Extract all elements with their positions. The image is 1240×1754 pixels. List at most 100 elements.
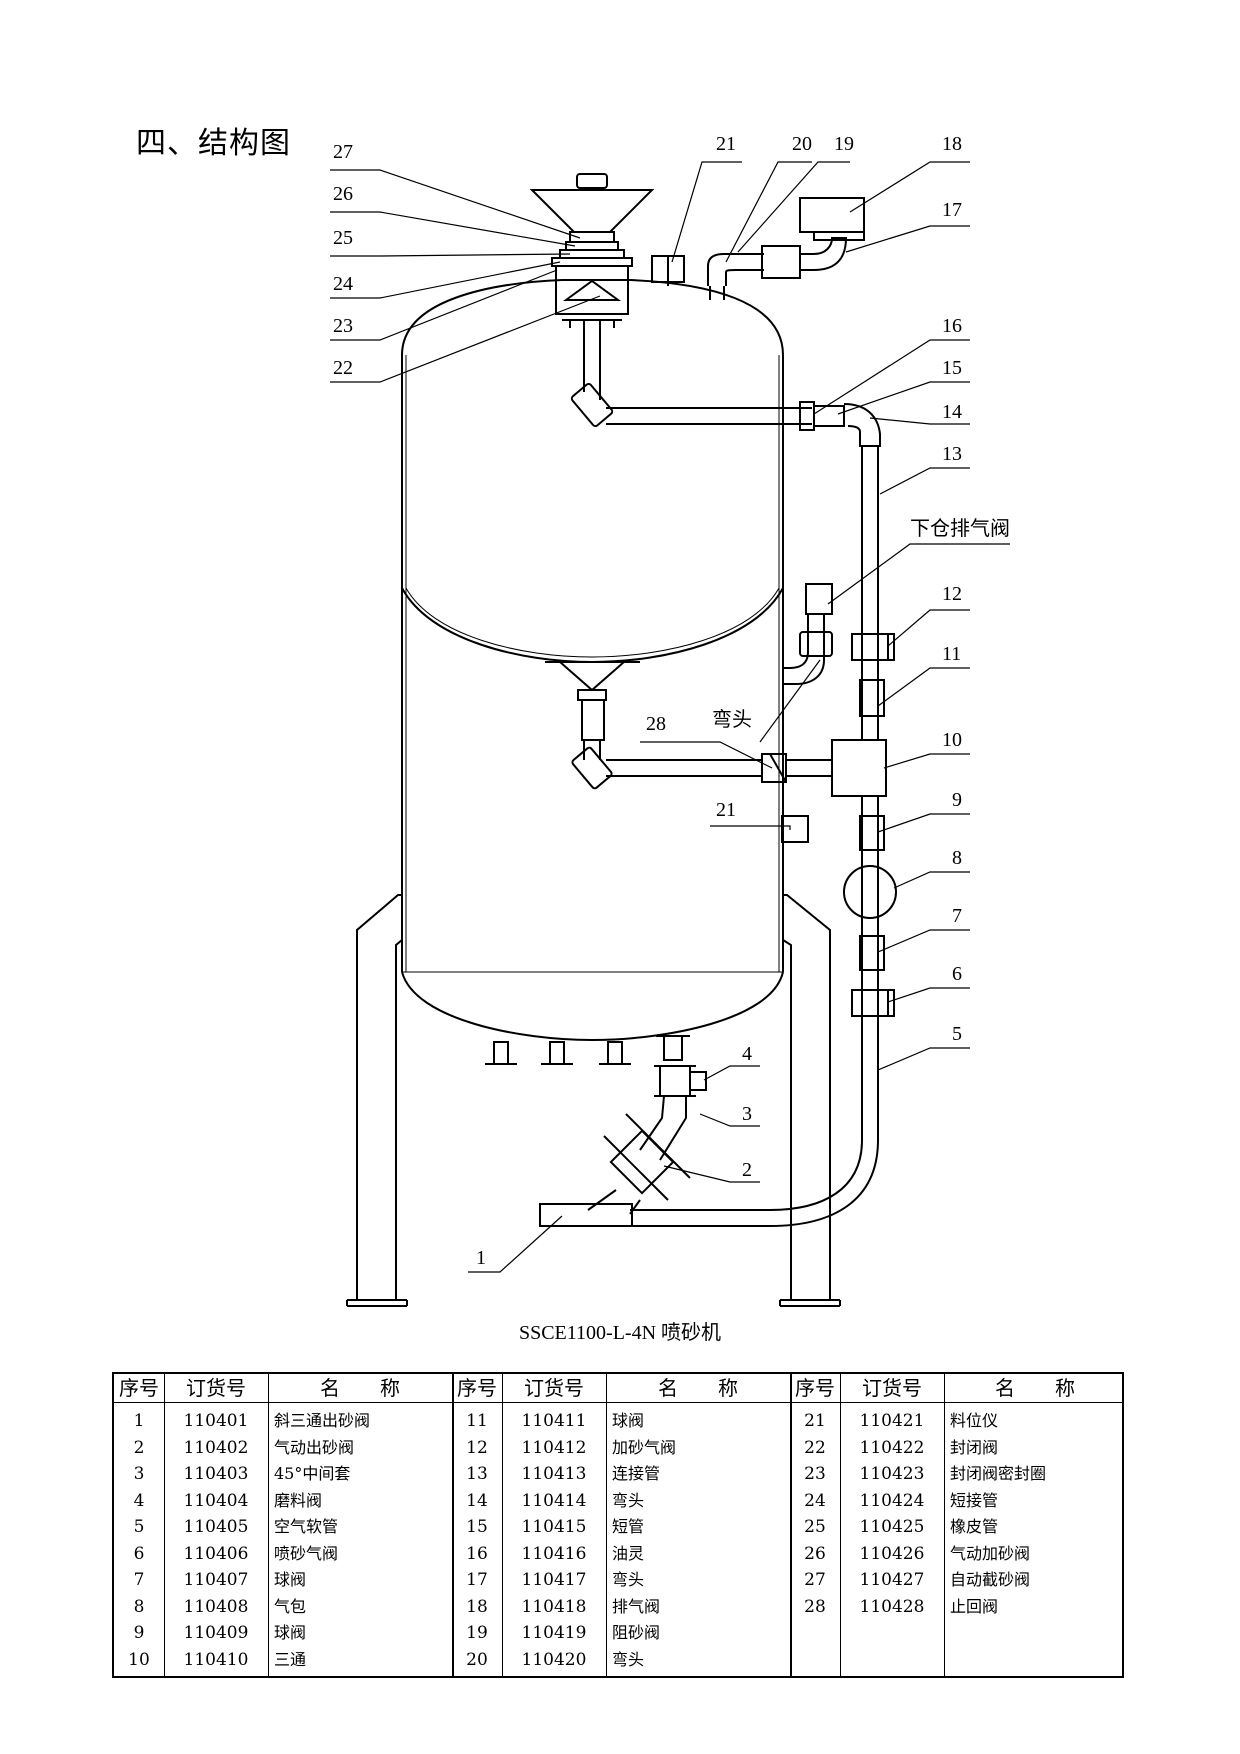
callout-vent-valve: 下仓排气阀 (910, 517, 1010, 540)
table-cell-no: 9 (133, 1623, 145, 1643)
table-cell-order: 110405 (183, 1517, 249, 1537)
table-cell-name: 连接管 (612, 1464, 661, 1483)
table-cell-name: 封闭阀 (950, 1437, 999, 1457)
callout-26: 26 (333, 183, 353, 205)
outlet-assembly (539, 1065, 707, 1227)
table-cell-order: 110424 (859, 1490, 925, 1511)
vessel-legs (346, 894, 841, 1307)
table-cell-order: 110419 (521, 1623, 587, 1643)
callout-5: 5 (952, 1023, 962, 1045)
th-name-1: 名 称 (320, 1376, 400, 1400)
table-cell-order: 110428 (859, 1596, 925, 1617)
table-cell-no: 18 (466, 1596, 488, 1617)
callout-21-bottom: 21 (716, 799, 736, 821)
callout-22: 22 (333, 357, 353, 379)
vessel-lower-dome (401, 971, 784, 1042)
table-cell-name: 弯头 (612, 1649, 645, 1669)
table-cell-name: 弯头 (612, 1490, 645, 1510)
callout-19: 19 (834, 133, 854, 155)
table-cell-name: 弯头 (612, 1570, 645, 1589)
table-cell-no: 24 (804, 1490, 826, 1511)
top-side-fittings (651, 197, 865, 300)
table-cell-order: 110409 (183, 1623, 249, 1643)
callout-13: 13 (942, 443, 962, 465)
callout-27: 27 (333, 141, 353, 163)
table-cell-order: 110403 (183, 1464, 249, 1484)
table-cell-name: 加砂气阀 (612, 1437, 677, 1457)
table-cell-no: 23 (804, 1464, 826, 1484)
table-cell-no: 12 (466, 1437, 488, 1458)
callout-24: 24 (333, 273, 353, 295)
table-cell-no: 11 (466, 1411, 488, 1431)
table-cell-name: 气动加砂阀 (950, 1543, 1031, 1563)
table-cell-no: 22 (804, 1437, 826, 1458)
table-cell-no: 21 (804, 1411, 826, 1431)
callout-14: 14 (942, 401, 962, 423)
table-cell-name: 封闭阀密封圈 (950, 1464, 1047, 1483)
callout-23: 23 (333, 315, 353, 337)
table-cell-order: 110402 (183, 1437, 249, 1458)
th-no-3: 序号 (795, 1376, 835, 1400)
th-no-1: 序号 (119, 1376, 159, 1400)
callout-1: 1 (476, 1247, 486, 1269)
th-order-2: 订货号 (524, 1376, 584, 1400)
bottom-nozzles (485, 1035, 690, 1065)
callout-4: 4 (742, 1043, 752, 1065)
table-cell-name: 球阀 (274, 1570, 307, 1589)
callout-3: 3 (742, 1103, 752, 1125)
table-cell-name: 气包 (274, 1596, 307, 1616)
table-cell-order: 110412 (521, 1437, 587, 1458)
table-cell-name: 45°中间套 (274, 1464, 351, 1483)
table-cell-name: 磨料阀 (274, 1490, 323, 1510)
table-cell-name: 油灵 (612, 1543, 645, 1563)
table-cell-no: 1 (133, 1411, 145, 1431)
table-cell-name: 喷砂气阀 (274, 1543, 339, 1563)
table-cell-name: 料位仪 (950, 1411, 999, 1430)
table-cell-no: 6 (133, 1543, 145, 1564)
table-cell-no: 14 (466, 1490, 488, 1511)
callout-28: 28 (646, 713, 666, 735)
table-cell-order: 110407 (183, 1570, 249, 1590)
table-cell-name: 短管 (612, 1517, 645, 1536)
table-cell-order: 110401 (183, 1411, 249, 1431)
table-cell-order: 110421 (859, 1411, 925, 1431)
table-cell-name: 橡皮管 (950, 1517, 999, 1536)
table-cell-name: 止回阀 (950, 1596, 999, 1616)
table-cell-no: 27 (804, 1570, 826, 1590)
th-no-2: 序号 (457, 1376, 497, 1400)
table-cell-no: 20 (466, 1649, 488, 1670)
air-line-vertical (630, 630, 897, 1227)
callout-elbow: 弯头 (712, 708, 752, 731)
sandblaster-structure-diagram: 27 26 25 24 23 22 21 20 19 18 17 16 15 1… (330, 133, 1010, 1307)
table-cell-order: 110425 (859, 1517, 925, 1537)
table-cell-order: 110418 (521, 1596, 587, 1617)
table-cell-no: 3 (133, 1464, 145, 1484)
callout-15: 15 (942, 357, 962, 379)
table-cell-name: 球阀 (274, 1623, 307, 1642)
table-cell-order: 110422 (859, 1437, 925, 1458)
table-cell-order: 110416 (521, 1543, 587, 1564)
table-cell-no: 2 (133, 1437, 145, 1458)
table-cell-order: 110423 (859, 1464, 925, 1484)
callout-25: 25 (333, 227, 353, 249)
callout-21-top: 21 (716, 133, 736, 155)
table-cell-no: 26 (804, 1543, 826, 1564)
table-cell-order: 110420 (521, 1649, 587, 1670)
table-cell-no: 8 (133, 1596, 145, 1617)
table-cell-name: 斜三通出砂阀 (274, 1411, 371, 1430)
callout-20: 20 (792, 133, 812, 155)
table-cell-order: 110417 (521, 1570, 587, 1590)
table-cell-name: 三通 (274, 1649, 307, 1669)
table-cell-no: 13 (466, 1464, 488, 1484)
callout-12: 12 (942, 583, 962, 605)
section-title: 四、结构图 (136, 126, 291, 161)
th-order-1: 订货号 (186, 1376, 246, 1400)
upper-feed-pipe (570, 320, 881, 740)
callout-2: 2 (742, 1159, 752, 1181)
table-cell-no: 17 (466, 1570, 488, 1590)
diagram-caption: SSCE1100-L-4N 喷砂机 (518, 1322, 722, 1344)
table-cell-name: 短接管 (950, 1490, 999, 1510)
th-name-3: 名 称 (995, 1376, 1075, 1400)
table-cell-no: 28 (804, 1596, 826, 1617)
